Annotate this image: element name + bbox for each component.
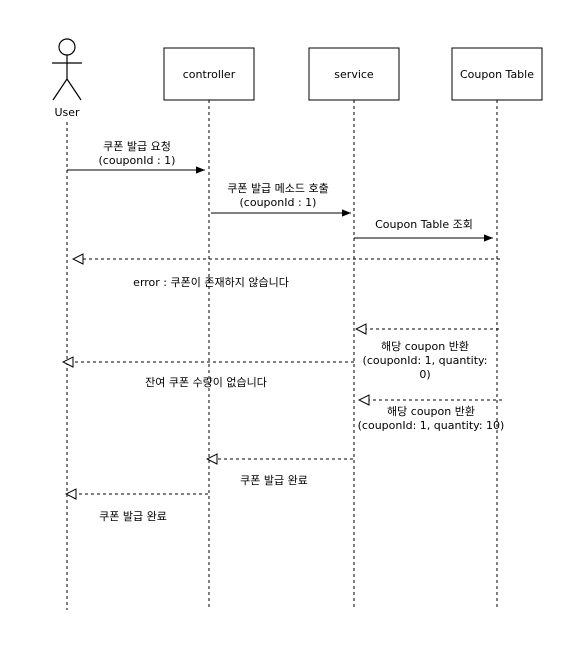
message-label: 쿠폰 발급 메소드 호출 (227, 182, 329, 195)
message-label: Coupon Table 조회 (375, 218, 473, 231)
message-m3: Coupon Table 조회 (354, 218, 493, 242)
message-m6: 잔여 쿠폰 수량이 없습니다 (63, 362, 354, 389)
message-m9: 쿠폰 발급 완료 (66, 494, 208, 523)
participant-label: Coupon Table (460, 68, 534, 81)
participant-box (308, 47, 400, 101)
actor-head (58, 38, 76, 56)
actor-leg-right (66, 78, 82, 101)
participant-coupon_table: Coupon Table (451, 47, 543, 101)
participant-label: User (54, 106, 80, 119)
participants: User controller service Coupon Table (52, 38, 543, 119)
participant-label: controller (183, 68, 236, 81)
message-m5: 해당 coupon 반환(couponId: 1, quantity:0) (356, 329, 499, 381)
message-label: 0) (419, 368, 430, 381)
message-label: (couponId : 1) (99, 154, 176, 167)
participant-service: service (308, 47, 400, 101)
messages: 쿠폰 발급 요청(couponId : 1)쿠폰 발급 메소드 호출(coupo… (63, 140, 504, 523)
message-label: (couponId : 1) (240, 196, 317, 209)
lifelines (66, 100, 498, 610)
message-label: 해당 coupon 반환 (381, 339, 469, 353)
message-label: 해당 coupon 반환 (387, 404, 475, 418)
participant-label: service (334, 68, 374, 81)
actor-leg-left (52, 78, 68, 101)
message-label: (couponId: 1, quantity: 10) (358, 419, 505, 432)
message-label: 쿠폰 발급 완료 (240, 474, 308, 487)
participant-user: User (52, 38, 82, 119)
message-m7: 해당 coupon 반환(couponId: 1, quantity: 10) (358, 400, 505, 432)
message-label: 쿠폰 발급 완료 (99, 510, 167, 523)
message-m1: 쿠폰 발급 요청(couponId : 1) (67, 140, 205, 174)
message-label: 쿠폰 발급 요청 (103, 140, 171, 153)
message-m4: error : 쿠폰이 존재하지 않습니다 (73, 259, 500, 289)
participant-box (163, 47, 255, 101)
participant-controller: controller (163, 47, 255, 101)
message-label: error : 쿠폰이 존재하지 않습니다 (133, 275, 289, 289)
message-m2: 쿠폰 발급 메소드 호출(couponId : 1) (211, 182, 351, 217)
message-label: 잔여 쿠폰 수량이 없습니다 (145, 376, 267, 389)
participant-box (451, 47, 543, 101)
message-m8: 쿠폰 발급 완료 (207, 459, 353, 487)
message-label: (couponId: 1, quantity: (363, 354, 488, 367)
